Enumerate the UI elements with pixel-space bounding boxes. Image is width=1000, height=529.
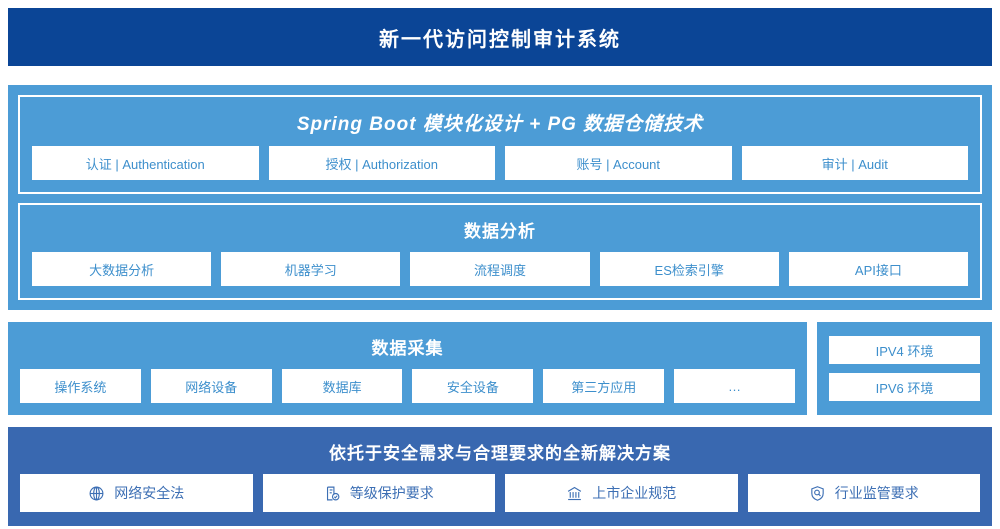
platform-block: Spring Boot 模块化设计 + PG 数据仓储技术 认证 | Authe… (8, 85, 992, 310)
analysis-chip-es-search[interactable]: ES检索引擎 (599, 252, 779, 286)
environment-chip-ipv6[interactable]: IPV6 环境 (829, 373, 980, 401)
collection-panel: 数据采集 操作系统 网络设备 数据库 安全设备 第三方应用 … (8, 322, 807, 415)
framework-chip-row: 认证 | Authentication 授权 | Authorization 账… (32, 146, 968, 180)
collection-chip-security-device[interactable]: 安全设备 (412, 369, 534, 403)
analysis-chip-machine-learning[interactable]: 机器学习 (221, 252, 401, 286)
solution-chip-grade-protection[interactable]: 等级保护要求 (262, 474, 495, 512)
solution-block: 依托于安全需求与合理要求的全新解决方案 网络安全法 (8, 427, 992, 526)
framework-chip-account[interactable]: 账号 | Account (505, 146, 732, 180)
solution-chip-label: 行业监管要求 (834, 485, 919, 501)
analysis-chip-row: 大数据分析 机器学习 流程调度 ES检索引擎 API接口 (32, 252, 969, 286)
collection-panel-title: 数据采集 (371, 339, 444, 358)
solution-chip-cybersecurity-law[interactable]: 网络安全法 (20, 474, 253, 512)
collection-chip-row: 操作系统 网络设备 数据库 安全设备 第三方应用 … (20, 369, 795, 403)
bank-icon (566, 485, 583, 502)
solution-chip-label: 上市企业规范 (592, 485, 677, 501)
environment-chip-ipv4[interactable]: IPV4 环境 (829, 336, 980, 364)
analysis-panel: 数据分析 大数据分析 机器学习 流程调度 ES检索引擎 API接口 (18, 203, 982, 300)
document-check-icon (324, 485, 341, 502)
framework-chip-authorization[interactable]: 授权 | Authorization (268, 146, 495, 180)
page-header: 新一代访问控制审计系统 (8, 8, 992, 66)
collection-chip-network-device[interactable]: 网络设备 (150, 369, 272, 403)
solution-chip-label: 等级保护要求 (349, 485, 434, 501)
solution-chip-label: 网络安全法 (114, 485, 185, 501)
solution-chip-row: 网络安全法 等级保护要求 (20, 474, 980, 512)
analysis-chip-workflow[interactable]: 流程调度 (410, 252, 590, 286)
collection-chip-third-party-app[interactable]: 第三方应用 (543, 369, 665, 403)
solution-panel-title: 依托于安全需求与合理要求的全新解决方案 (329, 444, 671, 463)
analysis-chip-bigdata[interactable]: 大数据分析 (32, 252, 212, 286)
framework-panel: Spring Boot 模块化设计 + PG 数据仓储技术 认证 | Authe… (18, 95, 982, 194)
analysis-chip-api[interactable]: API接口 (788, 252, 969, 286)
solution-chip-industry-regulation[interactable]: 行业监管要求 (747, 474, 980, 512)
analysis-panel-title: 数据分析 (464, 222, 536, 241)
environment-panel: IPV4 环境 IPV6 环境 (817, 322, 992, 415)
collection-chip-os[interactable]: 操作系统 (20, 369, 141, 403)
collection-chip-more[interactable]: … (674, 369, 795, 403)
shield-search-icon (809, 485, 826, 502)
framework-chip-authentication[interactable]: 认证 | Authentication (32, 146, 259, 180)
page-title: 新一代访问控制审计系统 (379, 28, 621, 51)
framework-chip-audit[interactable]: 审计 | Audit (741, 146, 968, 180)
collection-chip-database[interactable]: 数据库 (281, 369, 403, 403)
solution-chip-listed-company[interactable]: 上市企业规范 (505, 474, 738, 512)
globe-icon (88, 485, 105, 502)
collection-row: 数据采集 操作系统 网络设备 数据库 安全设备 第三方应用 … IPV4 环境 … (8, 322, 992, 415)
framework-panel-title: Spring Boot 模块化设计 + PG 数据仓储技术 (296, 114, 704, 135)
